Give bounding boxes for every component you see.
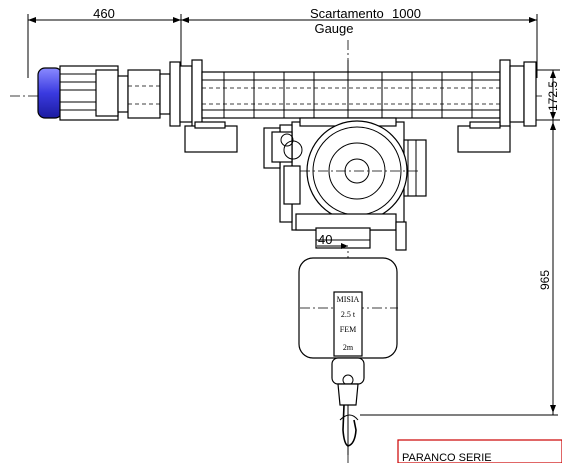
left-end-flange — [169, 59, 238, 153]
height-offset-dimension: 172.5 — [546, 81, 560, 111]
hook-height-dimension: 965 — [538, 270, 552, 290]
motor-assembly — [37, 65, 171, 121]
title-block-frame — [397, 439, 562, 463]
nameplate-line-3: FEM — [340, 325, 356, 334]
motor-cap — [37, 67, 63, 119]
trolley-body — [263, 117, 427, 251]
gauge-label-it: Scartamento — [310, 6, 384, 21]
right-dimensions: 172.5 965 — [360, 69, 560, 416]
nameplate-line-2: 2.5 t — [341, 310, 356, 319]
nameplate-line-4: 2m — [343, 343, 354, 352]
hook-block: MISIA 2.5 t FEM 2m — [298, 257, 398, 455]
top-dimensions: 460 Scartamento 1000 Gauge — [27, 6, 538, 78]
gauge-label-en: Gauge — [314, 21, 353, 36]
main-beam — [201, 60, 501, 132]
title-block-heading: PARANCO SERIE — [402, 452, 492, 463]
gauge-value: 1000 — [392, 6, 421, 21]
hook-offset-dimension: 40 — [318, 232, 332, 247]
hook-offset-dimension-group: 40 — [317, 232, 348, 249]
nameplate-line-1: MISIA — [337, 295, 360, 304]
title-block: PARANCO SERIE — [397, 439, 562, 463]
right-end-flange — [457, 59, 537, 153]
motor-length-dimension: 460 — [93, 6, 115, 21]
